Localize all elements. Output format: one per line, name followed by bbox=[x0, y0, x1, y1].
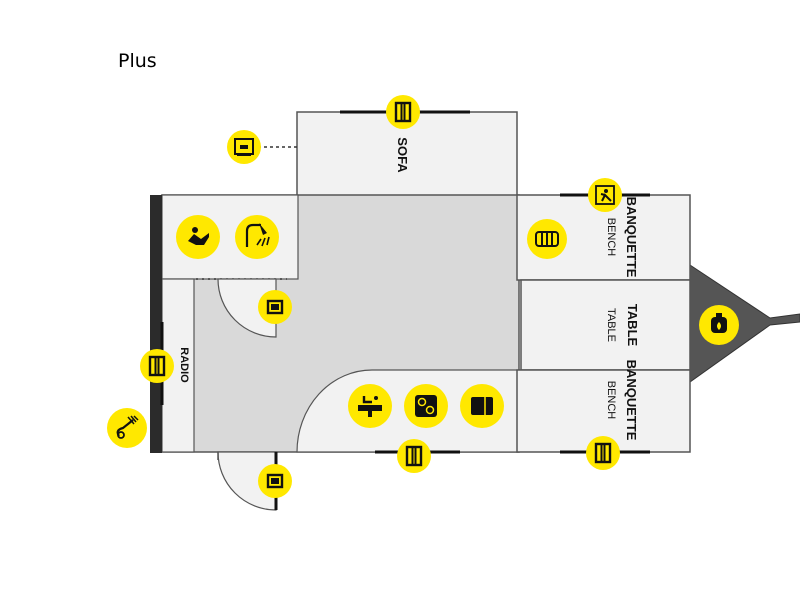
table-label-secondary: TABLE bbox=[605, 308, 617, 342]
banquette-top-label: BANQUETTE bbox=[624, 197, 639, 278]
shower-icon bbox=[235, 215, 279, 259]
rear-wall bbox=[150, 195, 162, 453]
door-icon bbox=[258, 464, 292, 498]
table-label: TABLE bbox=[625, 304, 640, 347]
floorplan-title: Plus bbox=[118, 50, 157, 72]
stove-icon bbox=[404, 384, 448, 428]
window-icon bbox=[140, 349, 174, 383]
propane-tank-icon bbox=[699, 305, 739, 345]
bench-top-label: BENCH bbox=[605, 218, 617, 257]
sofa-label: SOFA bbox=[395, 137, 410, 173]
banquette-bottom-label: BANQUETTE bbox=[624, 360, 639, 441]
fridge-icon bbox=[460, 384, 504, 428]
heater-icon bbox=[527, 219, 567, 259]
bench-bottom-label: BENCH bbox=[605, 381, 617, 420]
toilet-icon bbox=[176, 215, 220, 259]
emergency-exit-icon bbox=[588, 178, 622, 212]
door-icon bbox=[258, 290, 292, 324]
table-area bbox=[520, 279, 691, 371]
sink-icon bbox=[348, 384, 392, 428]
tv-icon bbox=[227, 130, 261, 164]
window-icon bbox=[386, 95, 420, 129]
bathroom-door-swing bbox=[217, 278, 277, 338]
window-icon bbox=[397, 439, 431, 473]
outdoor-shower-icon bbox=[107, 408, 147, 448]
radio-label: RADIO bbox=[178, 347, 190, 383]
window-icon bbox=[586, 436, 620, 470]
